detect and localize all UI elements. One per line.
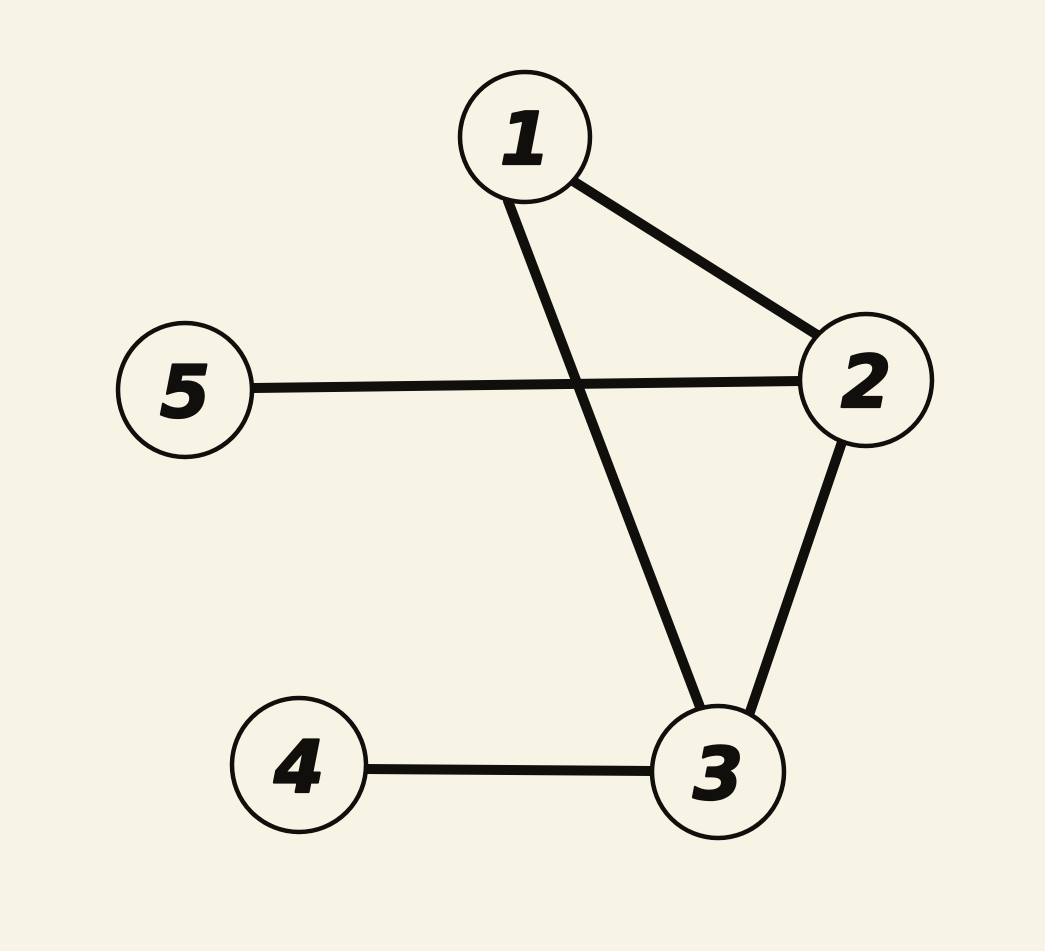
edge-1-3 <box>503 196 705 712</box>
node-circle-1[interactable] <box>457 69 593 205</box>
node-circle-5[interactable] <box>115 320 255 460</box>
node-label-3: 3 <box>693 732 743 816</box>
edge-3-4 <box>361 764 657 776</box>
graph-node-3[interactable]: 3 <box>649 703 787 841</box>
graph-node-4[interactable]: 4 <box>229 695 369 835</box>
node-circle-2[interactable] <box>797 311 935 449</box>
node-label-4: 4 <box>273 725 324 809</box>
graph-node-2[interactable]: 2 <box>797 311 935 449</box>
node-label-5: 5 <box>160 350 210 434</box>
node-label-2: 2 <box>841 340 891 424</box>
node-circle-3[interactable] <box>649 703 787 841</box>
edge-1-2 <box>568 176 827 343</box>
edge-5-2 <box>247 376 805 393</box>
node-circle-4[interactable] <box>229 695 369 835</box>
graph-node-1[interactable]: 1 <box>457 69 593 205</box>
edge-2-3 <box>745 437 847 717</box>
node-label-1: 1 <box>500 97 550 181</box>
graph-node-5[interactable]: 5 <box>115 320 255 460</box>
node-layer: 1 2 3 4 5 <box>115 69 935 841</box>
edge-layer <box>247 176 847 776</box>
